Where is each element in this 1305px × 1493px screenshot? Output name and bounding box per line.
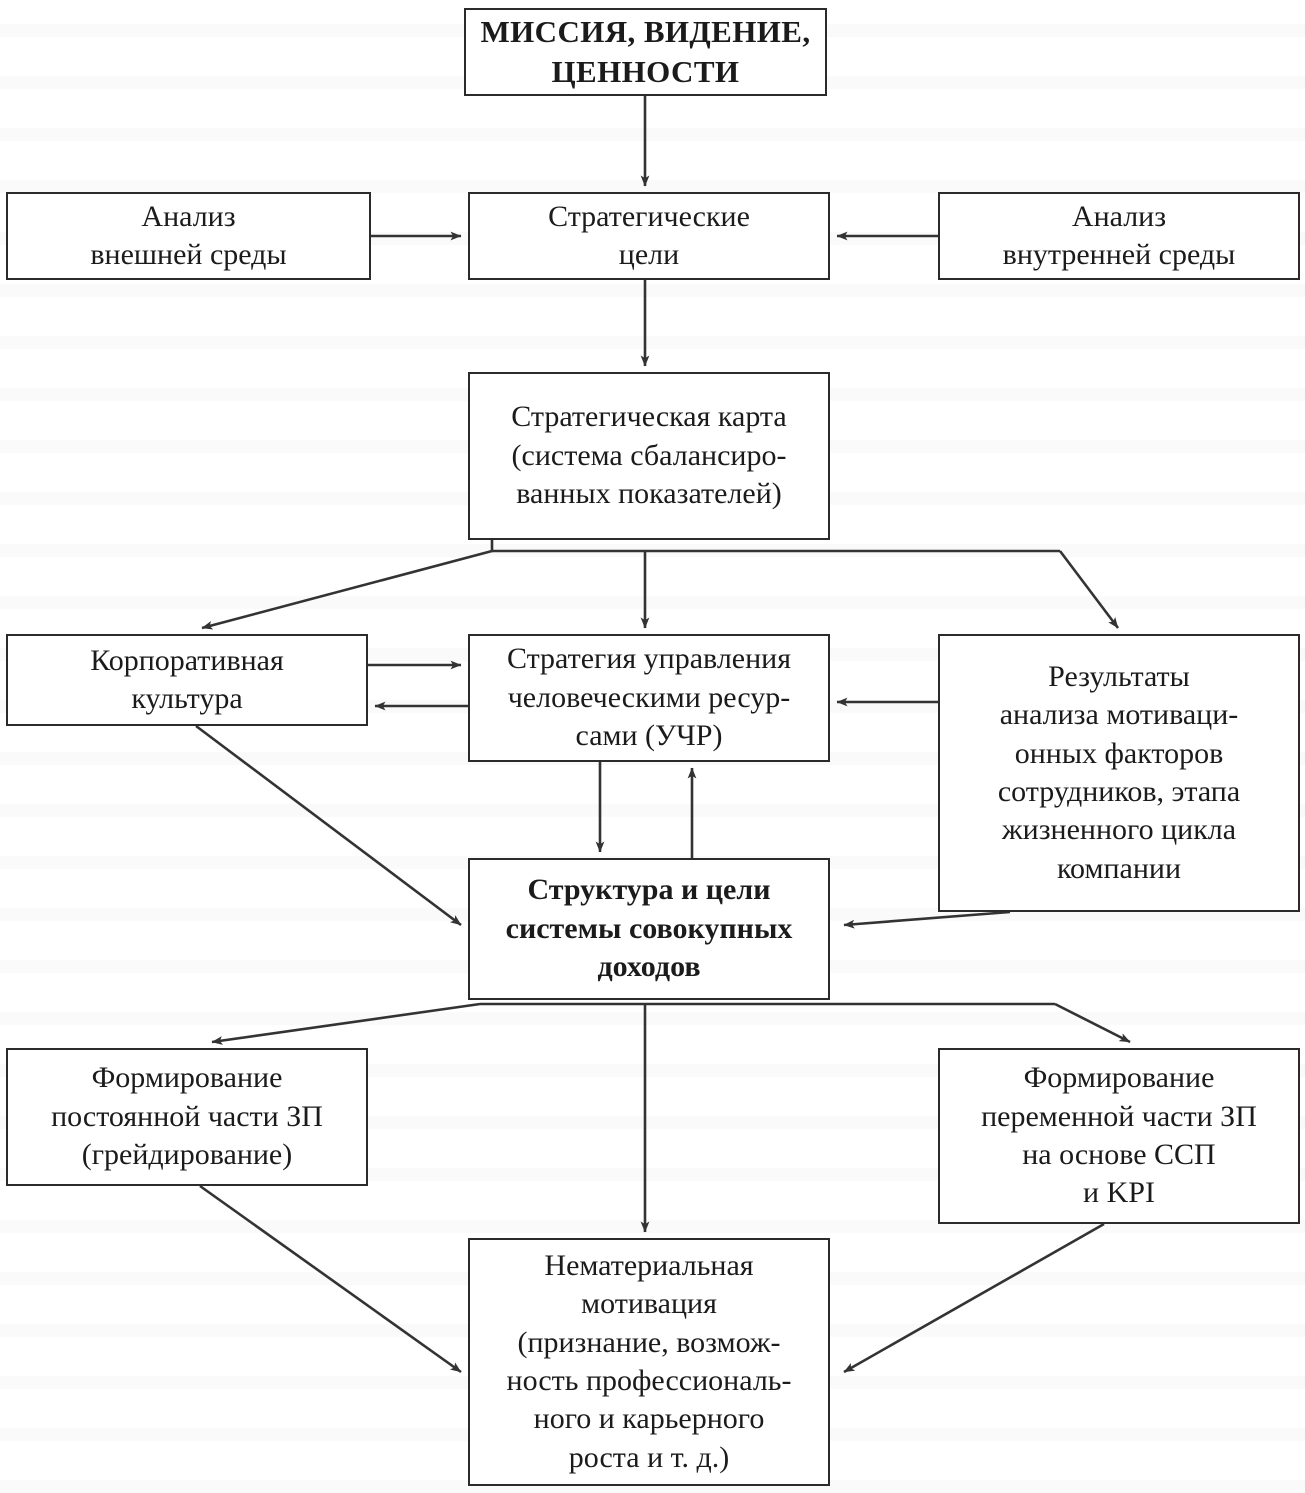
node-label: Анализ внешней среды: [90, 199, 287, 271]
node-label: Корпоративная культура: [90, 643, 284, 715]
node-strategic-goals[interactable]: Стратегические цели: [468, 192, 830, 280]
node-corporate-culture[interactable]: Корпоративная культура: [6, 634, 368, 726]
node-total-rewards-structure-and-goals[interactable]: Структура и цели системы совокупных дохо…: [468, 858, 830, 1000]
node-internal-environment-analysis[interactable]: Анализ внутренней среды: [938, 192, 1300, 280]
node-label: Результаты анализа мотиваци- онных факто…: [997, 659, 1241, 885]
node-motivation-factors-analysis-results[interactable]: Результаты анализа мотиваци- онных факто…: [938, 634, 1300, 912]
node-fixed-pay-formation-grading[interactable]: Формирование постоянной части ЗП (грейди…: [6, 1048, 368, 1186]
node-external-environment-analysis[interactable]: Анализ внешней среды: [6, 192, 371, 280]
node-label: Формирование переменной части ЗП на осно…: [981, 1061, 1257, 1210]
node-label: Стратегия управления человеческими ресур…: [506, 642, 792, 753]
edge-structure-to-fixedpay: [211, 1002, 481, 1045]
edge-map-to-motivfactors: [1058, 550, 1120, 629]
node-mission-vision-values[interactable]: МИССИЯ, ВИДЕНИЕ, ЦЕННОСТИ: [464, 8, 827, 96]
edge-fixedpay-to-nonmaterial: [199, 1184, 462, 1374]
node-label: Структура и цели системы совокупных дохо…: [505, 873, 793, 984]
node-label: Нематериальная мотивация (признание, воз…: [506, 1248, 792, 1474]
node-human-resource-management-strategy[interactable]: Стратегия управления человеческими ресур…: [468, 634, 830, 762]
node-label: МИССИЯ, ВИДЕНИЕ, ЦЕННОСТИ: [480, 14, 811, 89]
edge-motivfactors-to-structure: [843, 910, 1011, 929]
node-label: Стратегические цели: [548, 199, 750, 271]
node-variable-pay-formation-bsc-kpi[interactable]: Формирование переменной части ЗП на осно…: [938, 1048, 1300, 1224]
node-label: Формирование постоянной части ЗП (грейди…: [51, 1061, 323, 1172]
node-label: Стратегическая карта (система сбалансиро…: [511, 400, 787, 511]
edge-variablepay-to-nonmaterial: [843, 1222, 1105, 1374]
node-label: Анализ внутренней среды: [1002, 199, 1236, 271]
node-non-material-motivation[interactable]: Нематериальная мотивация (признание, воз…: [468, 1238, 830, 1486]
edge-structure-to-variablepay: [1054, 1002, 1131, 1044]
edge-culture-to-structure: [195, 724, 462, 927]
edge-map-to-culture: [201, 540, 494, 630]
node-strategic-map-balanced-scorecard[interactable]: Стратегическая карта (система сбалансиро…: [468, 372, 830, 540]
